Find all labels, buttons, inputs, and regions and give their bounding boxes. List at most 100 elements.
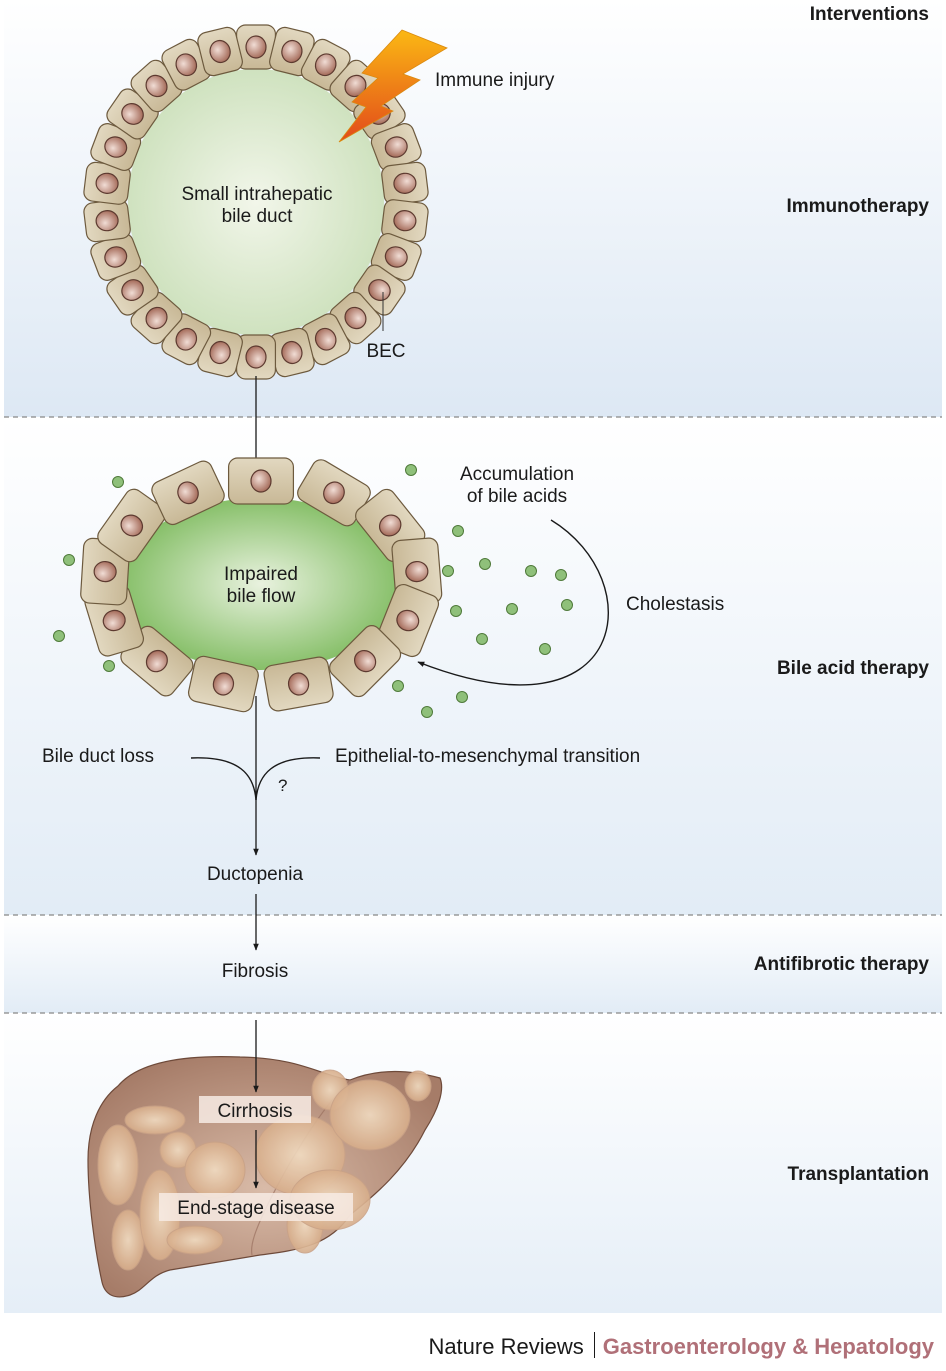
cell-nucleus bbox=[250, 469, 272, 493]
bile-acid-particle bbox=[405, 464, 417, 476]
bile-acid-particle bbox=[112, 476, 124, 488]
liver-nodule bbox=[404, 1070, 432, 1102]
bile-acid-particle bbox=[442, 565, 454, 577]
cell-nucleus bbox=[104, 246, 128, 268]
bile-duct-loss-connector bbox=[190, 757, 257, 801]
bec-cell bbox=[227, 457, 295, 505]
cell-nucleus bbox=[121, 279, 144, 301]
cell-nucleus bbox=[344, 306, 367, 330]
bec-cell bbox=[269, 327, 315, 378]
bec-cell bbox=[269, 26, 315, 77]
cell-nucleus bbox=[314, 327, 337, 351]
bile-acid-particle bbox=[63, 554, 75, 566]
bec-cell bbox=[297, 459, 371, 527]
cell-nucleus bbox=[378, 514, 402, 537]
bec-cell bbox=[263, 656, 334, 712]
bec-cell bbox=[370, 233, 422, 281]
impaired-label-line1: Impaired bbox=[224, 564, 298, 585]
end-stage-box bbox=[159, 1193, 353, 1221]
cell-nucleus bbox=[95, 172, 119, 194]
cell-nucleus bbox=[209, 39, 231, 64]
publication-footer: Nature Reviews Gastroenterology & Hepatol… bbox=[0, 1332, 946, 1366]
bile-acid-particle bbox=[421, 706, 433, 718]
bec-cell bbox=[187, 655, 259, 713]
publisher-label: Nature Reviews bbox=[428, 1334, 584, 1359]
duct-lumen-impaired bbox=[121, 498, 401, 670]
journal-label: Gastroenterology & Hepatology bbox=[602, 1334, 934, 1359]
accumulation-label-line2: of bile acids bbox=[467, 486, 567, 507]
emt-connector bbox=[255, 757, 321, 801]
immune-injury-label: Immune injury bbox=[435, 70, 555, 91]
cell-nucleus bbox=[323, 481, 345, 505]
fibrosis-label: Fibrosis bbox=[222, 961, 289, 982]
bile-acid-particle bbox=[476, 633, 488, 645]
bile-acid-particle bbox=[539, 643, 551, 655]
bec-cell bbox=[97, 488, 167, 563]
bile-duct-loss-label: Bile duct loss bbox=[42, 746, 154, 767]
cell-nucleus bbox=[120, 514, 144, 537]
bile-acid-particle bbox=[506, 603, 518, 615]
duct-lumen bbox=[128, 69, 384, 335]
cell-nucleus bbox=[384, 246, 408, 268]
cell-nucleus bbox=[245, 35, 267, 59]
regenerative-nodules bbox=[97, 1069, 432, 1271]
cell-nucleus bbox=[104, 136, 128, 158]
bec-cell bbox=[197, 26, 243, 77]
cell-nucleus bbox=[353, 649, 377, 673]
bec-cell bbox=[197, 327, 243, 378]
bec-cell bbox=[376, 583, 440, 658]
bec-cell bbox=[329, 625, 402, 698]
cell-nucleus bbox=[245, 345, 267, 369]
cell-nucleus bbox=[175, 53, 198, 77]
bec-cell bbox=[381, 161, 429, 205]
cell-nucleus bbox=[396, 609, 420, 632]
small-bile-duct bbox=[83, 24, 429, 380]
bec-ring-damaged bbox=[80, 457, 443, 713]
cell-nucleus bbox=[93, 560, 117, 583]
bile-acid-particle bbox=[452, 525, 464, 537]
cell-nucleus bbox=[384, 136, 408, 158]
band-antifibrotic bbox=[4, 915, 942, 1013]
uncertain-mark: ? bbox=[278, 776, 287, 795]
emt-label: Epithelial-to-mesenchymal transition bbox=[335, 746, 640, 767]
cholestasis-label: Cholestasis bbox=[626, 594, 724, 615]
liver-nodule bbox=[124, 1105, 186, 1135]
end-stage-label: End-stage disease bbox=[177, 1198, 334, 1219]
impaired-label-line2: bile flow bbox=[227, 586, 296, 607]
bec-cell bbox=[300, 313, 351, 366]
intervention-bile-acid-therapy: Bile acid therapy bbox=[777, 658, 929, 679]
bec-cell bbox=[161, 38, 212, 91]
bec-cell bbox=[151, 460, 225, 526]
bec-cell bbox=[83, 199, 131, 243]
bec-label: BEC bbox=[366, 341, 405, 362]
footer-separator bbox=[593, 1332, 595, 1358]
damaged-bile-duct bbox=[80, 457, 443, 713]
ductopenia-label: Ductopenia bbox=[207, 864, 304, 885]
intervention-transplantation: Transplantation bbox=[788, 1164, 929, 1185]
cell-nucleus bbox=[145, 649, 168, 673]
intervention-antifibrotic-therapy: Antifibrotic therapy bbox=[754, 954, 930, 975]
bile-acid-particle bbox=[479, 558, 491, 570]
accumulation-label-line1: Accumulation bbox=[460, 464, 574, 485]
cell-nucleus bbox=[287, 672, 310, 696]
bile-acid-particle bbox=[555, 569, 567, 581]
cell-nucleus bbox=[393, 172, 417, 194]
bec-ring bbox=[83, 24, 429, 380]
bile-acid-particles bbox=[53, 464, 573, 718]
cell-nucleus bbox=[175, 327, 198, 351]
cirrhosis-box bbox=[199, 1096, 311, 1123]
cell-nucleus bbox=[209, 340, 231, 365]
cell-nucleus bbox=[121, 103, 144, 125]
bec-cell bbox=[106, 264, 159, 316]
cell-nucleus bbox=[314, 53, 337, 77]
cell-nucleus bbox=[393, 210, 417, 232]
liver-nodule bbox=[166, 1225, 224, 1255]
cell-nucleus bbox=[145, 306, 168, 330]
cell-nucleus bbox=[95, 210, 119, 232]
lightning-bolt-icon bbox=[338, 29, 448, 143]
cirrhotic-liver bbox=[87, 1056, 443, 1298]
bile-acid-particle bbox=[53, 630, 65, 642]
bec-cell bbox=[90, 233, 142, 281]
bile-acid-particle bbox=[103, 660, 115, 672]
cell-nucleus bbox=[145, 74, 168, 98]
